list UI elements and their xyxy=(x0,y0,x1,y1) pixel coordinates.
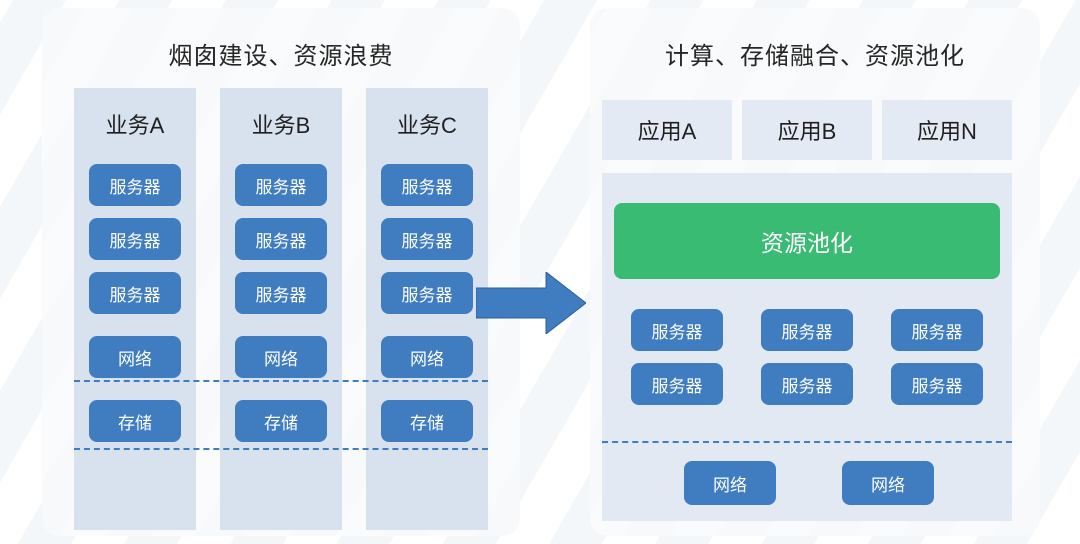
business-column-b-label: 业务B xyxy=(251,113,311,138)
server-chip[interactable]: 服务器 xyxy=(381,164,473,206)
business-column-c-label: 业务C xyxy=(397,113,457,138)
resource-pool-container: 资源池化 服务器 服务器 服务器 服务器 服务器 服务器 网络 网络 xyxy=(602,173,1012,521)
right-panel: 计算、存储融合、资源池化 应用A 应用B 应用N 资源池化 服务器 服务器 服务… xyxy=(590,8,1040,536)
storage-chip[interactable]: 存储 xyxy=(381,400,473,442)
business-column-c[interactable]: 业务C 服务器 服务器 服务器 网络 存储 xyxy=(366,88,488,530)
resource-pool-bar[interactable]: 资源池化 xyxy=(614,203,1000,279)
business-column-a[interactable]: 业务A 服务器 服务器 服务器 网络 存储 xyxy=(74,88,196,530)
storage-chip[interactable]: 存储 xyxy=(89,400,181,442)
business-column-a-label: 业务A xyxy=(105,113,165,138)
left-panel: 烟囱建设、资源浪费 业务A 服务器 服务器 服务器 网络 存储 业务B 服务器 … xyxy=(42,8,520,536)
app-box[interactable]: 应用A xyxy=(602,100,732,160)
app-box[interactable]: 应用N xyxy=(882,100,1012,160)
server-chip[interactable]: 服务器 xyxy=(89,164,181,206)
business-columns: 业务A 服务器 服务器 服务器 网络 存储 业务B 服务器 服务器 服务器 网络… xyxy=(74,88,488,530)
server-chip[interactable]: 服务器 xyxy=(235,218,327,260)
business-column-b-servers: 服务器 服务器 服务器 xyxy=(235,160,327,314)
left-panel-title: 烟囱建设、资源浪费 xyxy=(168,43,394,70)
business-column-c-servers: 服务器 服务器 服务器 xyxy=(381,160,473,314)
compute-network-divider xyxy=(74,380,488,382)
pooled-network-row: 网络 网络 xyxy=(684,461,934,505)
server-chip[interactable]: 服务器 xyxy=(891,309,983,351)
server-chip[interactable]: 服务器 xyxy=(761,309,853,351)
pool-network-divider xyxy=(602,441,1012,443)
right-panel-title: 计算、存储融合、资源池化 xyxy=(665,43,965,70)
arrow-right-icon xyxy=(475,270,587,336)
network-chip[interactable]: 网络 xyxy=(235,336,327,378)
server-chip[interactable]: 服务器 xyxy=(89,272,181,314)
server-chip[interactable]: 服务器 xyxy=(631,363,723,405)
server-chip[interactable]: 服务器 xyxy=(381,218,473,260)
network-chip[interactable]: 网络 xyxy=(381,336,473,378)
network-chip[interactable]: 网络 xyxy=(842,461,934,505)
network-storage-divider xyxy=(74,448,488,450)
server-chip[interactable]: 服务器 xyxy=(761,363,853,405)
pooled-server-grid: 服务器 服务器 服务器 服务器 服务器 服务器 xyxy=(612,309,1002,405)
app-box[interactable]: 应用B xyxy=(742,100,872,160)
network-chip[interactable]: 网络 xyxy=(89,336,181,378)
business-column-b[interactable]: 业务B 服务器 服务器 服务器 网络 存储 xyxy=(220,88,342,530)
server-chip[interactable]: 服务器 xyxy=(381,272,473,314)
server-chip[interactable]: 服务器 xyxy=(891,363,983,405)
business-column-a-servers: 服务器 服务器 服务器 xyxy=(89,160,181,314)
server-chip[interactable]: 服务器 xyxy=(89,218,181,260)
network-chip[interactable]: 网络 xyxy=(684,461,776,505)
server-chip[interactable]: 服务器 xyxy=(631,309,723,351)
server-chip[interactable]: 服务器 xyxy=(235,272,327,314)
storage-chip[interactable]: 存储 xyxy=(235,400,327,442)
server-chip[interactable]: 服务器 xyxy=(235,164,327,206)
application-row: 应用A 应用B 应用N xyxy=(602,100,1012,160)
